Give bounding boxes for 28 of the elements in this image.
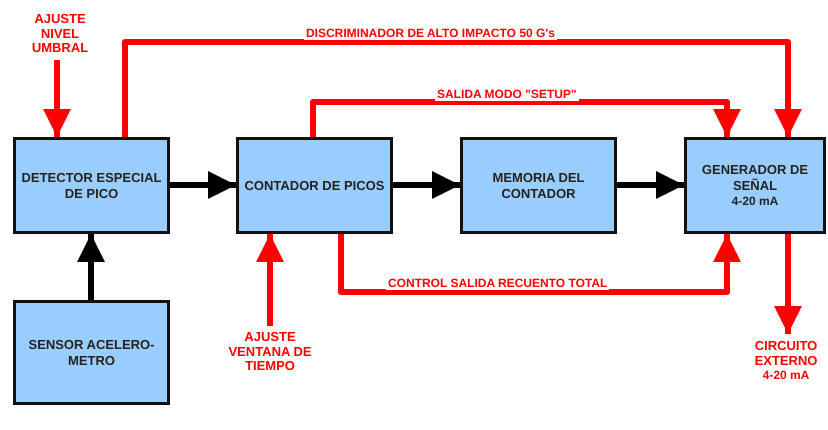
process-box — [236, 137, 393, 234]
box-label: SENSOR ACELERO- METRO — [28, 336, 156, 368]
arrow — [170, 171, 236, 199]
process-box — [13, 300, 170, 405]
signal-label: AJUSTE NIVEL UMBRAL — [30, 12, 90, 56]
arrow — [774, 234, 802, 334]
arrow — [43, 60, 71, 137]
box-label: CONTADOR DE PICOS — [244, 178, 384, 194]
signal-label: CIRCUITO EXTERNO — [754, 339, 818, 370]
signal-label: 4-20 mA — [762, 369, 810, 383]
box-label: GENERADOR DE SEÑAL — [700, 162, 810, 194]
arrow — [338, 234, 741, 295]
box-subtitle: 4-20 mA — [732, 194, 778, 209]
edge-label: DISCRIMINADOR DE ALTO IMPACTO 50 G's — [304, 26, 557, 40]
arrow — [122, 39, 802, 137]
edge-label: SALIDA MODO "SETUP" — [435, 87, 579, 101]
arrow — [256, 234, 284, 326]
signal-label: AJUSTE VENTANA DE TIEMPO — [227, 330, 313, 374]
arrow — [617, 171, 684, 199]
process-box — [13, 137, 170, 234]
arrow — [393, 171, 460, 199]
process-box — [460, 137, 617, 234]
arrow — [310, 99, 741, 137]
edge-label: CONTROL SALIDA RECUENTO TOTAL — [386, 276, 610, 290]
arrow — [77, 234, 105, 300]
process-box — [684, 137, 826, 234]
box-label: DETECTOR ESPECIAL DE PICO — [20, 170, 162, 202]
box-label: MEMORIA DEL CONTADOR — [492, 170, 586, 202]
